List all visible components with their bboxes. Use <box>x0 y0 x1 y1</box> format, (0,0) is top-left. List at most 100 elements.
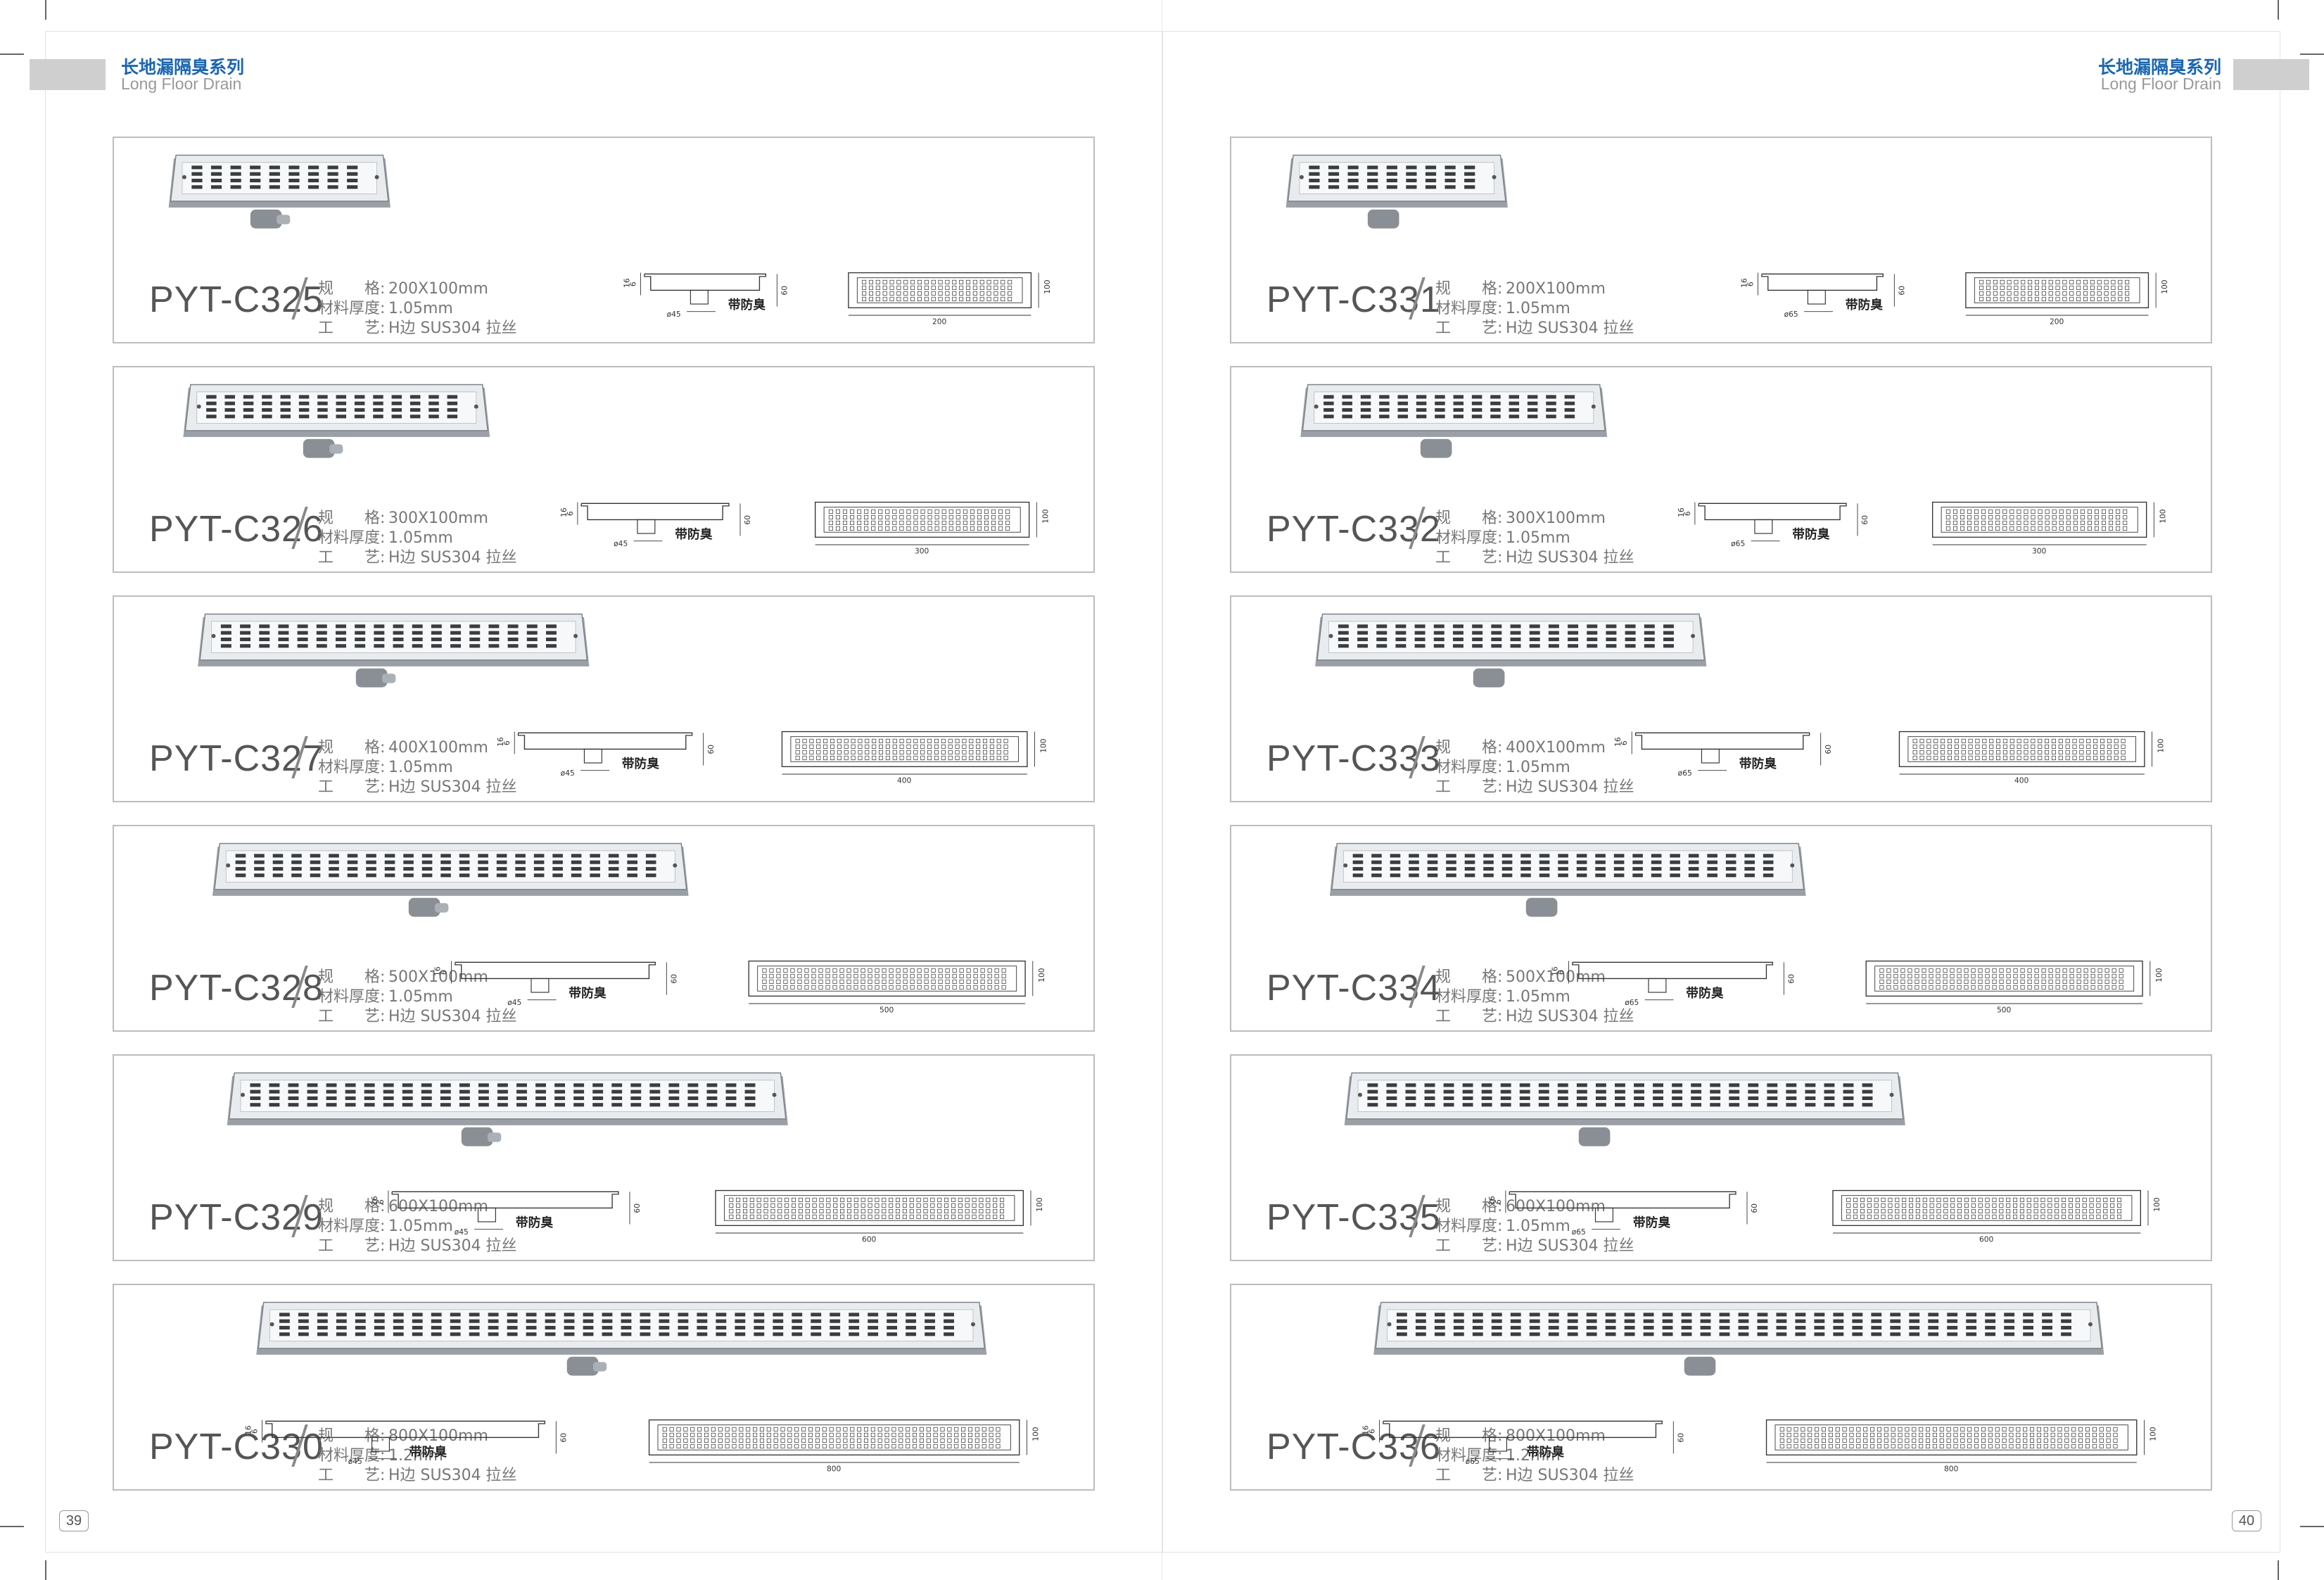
grate-hole <box>1852 1332 1863 1336</box>
grate-hole <box>2083 973 2088 978</box>
grate-hole <box>885 738 890 743</box>
grate-hole <box>298 1332 309 1336</box>
grate-hole <box>716 1325 727 1330</box>
grate-hole <box>955 520 960 525</box>
grate-hole <box>980 973 985 978</box>
grate-hole <box>917 985 922 990</box>
grate-hole <box>920 750 925 754</box>
grate-hole <box>459 1083 470 1087</box>
grate-hole <box>987 968 992 973</box>
grate-hole <box>2009 520 2014 525</box>
grate-hole <box>2009 744 2014 749</box>
grate-hole <box>895 1203 901 1208</box>
grate-hole <box>355 624 366 628</box>
grate-hole <box>1893 973 1898 978</box>
grate-hole <box>762 979 767 984</box>
grate-hole <box>878 514 883 519</box>
grate-hole <box>851 744 856 749</box>
grate-hole <box>1988 514 1993 519</box>
grate-hole <box>938 279 943 284</box>
grate-hole <box>1874 1197 1879 1202</box>
grate-hole <box>259 644 270 648</box>
grate-hole <box>440 866 451 871</box>
outlet-pipe <box>461 1127 493 1146</box>
grate-hole <box>355 644 366 648</box>
grate-hole <box>2069 285 2074 290</box>
grate-hole <box>1558 854 1568 858</box>
grate-hole <box>1688 873 1699 878</box>
grate-hole <box>1371 873 1382 878</box>
grate-hole <box>678 1313 689 1317</box>
grate-hole <box>668 1096 680 1101</box>
grate-hole <box>545 637 557 642</box>
spec-value: 200X100mm <box>388 280 488 298</box>
grate-hole <box>980 985 985 990</box>
grate-hole <box>736 1203 741 1208</box>
grate-hole <box>1406 165 1417 170</box>
grate-hole <box>347 172 358 176</box>
grate-hole <box>903 985 908 990</box>
grate-hole <box>825 979 830 984</box>
grate-hole <box>1929 1197 1934 1202</box>
grate-hole <box>1805 1103 1816 1107</box>
grate-hole <box>1548 1313 1559 1317</box>
outlet-pipe <box>1420 438 1452 458</box>
grate-hole <box>832 985 837 990</box>
grate-hole <box>1644 631 1655 635</box>
grate-hole <box>976 750 981 754</box>
grate-hole <box>931 973 936 978</box>
grate-hole <box>1538 1083 1549 1087</box>
grate-hole <box>2075 1203 2080 1208</box>
grate-hole <box>1615 1083 1625 1087</box>
grate-hole <box>1967 520 1972 525</box>
grate-hole <box>892 526 897 531</box>
grate-hole <box>1681 1319 1692 1323</box>
grate-hole <box>1662 1313 1673 1317</box>
grate-hole <box>1632 866 1643 871</box>
outlet-profile <box>371 1436 390 1452</box>
spec-value: H边 SUS304 拉丝 <box>1506 1237 1634 1255</box>
grate-hole <box>1992 1214 1997 1219</box>
grate-hole <box>2061 1325 2071 1330</box>
grate-hole <box>967 1427 973 1432</box>
grate-inner <box>1941 507 2138 533</box>
grate-hole <box>1471 401 1482 405</box>
grate-hole <box>2121 738 2126 743</box>
grate-hole <box>230 178 241 183</box>
grate-hole <box>766 1443 771 1448</box>
grate-hole <box>830 750 835 754</box>
grate-hole <box>206 415 217 419</box>
spec-craft: 工 艺:H边 SUS304 拉丝 <box>1435 315 1634 338</box>
spec-label: 规 格: <box>318 280 386 298</box>
spec-thickness: 材料厚度:1.05mm <box>1435 525 1570 548</box>
screw <box>1299 175 1304 179</box>
grate-hole <box>254 873 265 878</box>
grate-hole <box>955 738 960 743</box>
grate-hole <box>868 279 873 284</box>
grate-hole <box>846 973 851 978</box>
grate-hole <box>2055 979 2060 984</box>
grate-hole <box>2030 1443 2035 1448</box>
grate-hole <box>1884 1427 1888 1432</box>
grate-hole <box>280 395 291 399</box>
grate-hole <box>725 1443 730 1448</box>
grate-hole <box>863 1438 868 1443</box>
grate-hole <box>327 178 338 183</box>
grate-hole <box>2019 1203 2024 1208</box>
grate-hole <box>250 178 261 183</box>
grate-hole <box>1744 854 1755 858</box>
grate-hole <box>1500 1096 1511 1101</box>
grate-hole <box>1446 866 1456 871</box>
grate-hole <box>808 1438 813 1443</box>
grate-hole <box>224 407 235 412</box>
spec-value: 600X100mm <box>1506 1198 1606 1215</box>
spec-value: 300X100mm <box>1506 510 1606 527</box>
grate-hole <box>1828 1443 1833 1448</box>
outlet-profile <box>477 1207 496 1222</box>
spec-size: 规 格:300X100mm <box>318 505 488 528</box>
grate-hole <box>2050 1438 2055 1443</box>
grate-hole <box>853 968 858 973</box>
outlet-profile <box>1594 1207 1613 1222</box>
grate-hole <box>1981 509 1986 514</box>
grate-hole <box>2097 296 2102 301</box>
